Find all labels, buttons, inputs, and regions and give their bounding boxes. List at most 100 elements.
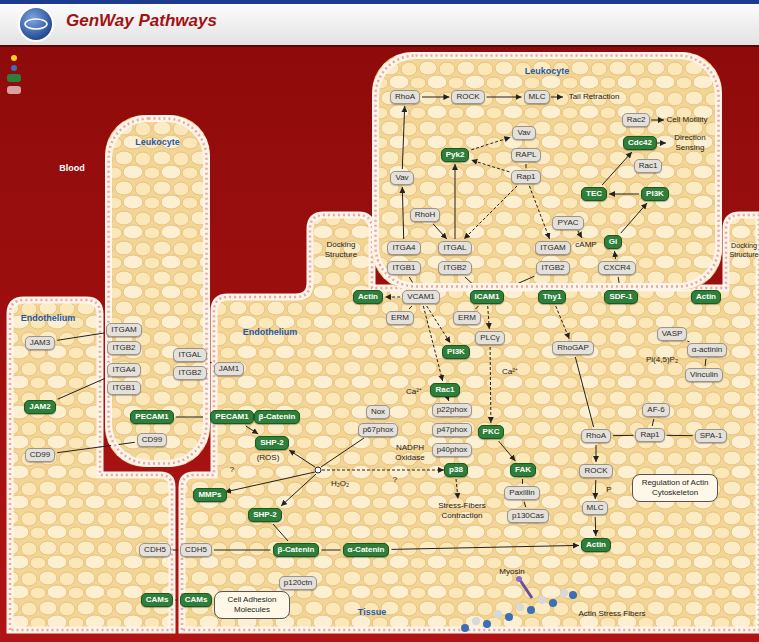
- protein-name: Cdc42: [628, 138, 652, 147]
- protein-box: CDH5: [180, 543, 212, 557]
- protein-box: ITGB2: [438, 261, 471, 275]
- active-protein-box: β-Catenin: [273, 543, 320, 557]
- protein-box: CXCR4: [598, 261, 635, 275]
- protein-name: MMPs: [198, 490, 221, 499]
- text-label: P: [606, 485, 611, 495]
- protein-name: ITGB2: [112, 343, 135, 352]
- protein-name: JAM3: [30, 338, 50, 347]
- leukocyte-cell: LeukocyteRhoAROCKMLCRac2VavCdc42Pyk2RAPL…: [372, 52, 722, 290]
- protein-name: Vinculin: [690, 370, 718, 379]
- text-label: (ROS): [257, 453, 280, 463]
- connector: [575, 357, 593, 427]
- protein-name: PI3K: [646, 189, 664, 198]
- text-label: Endothelium: [243, 327, 298, 338]
- protein-box: ITGB2: [536, 261, 569, 275]
- active-protein-box: PI3K: [442, 345, 470, 359]
- active-protein-box: FAK: [510, 463, 536, 477]
- logo: [19, 7, 53, 41]
- membrane-beads: [109, 119, 207, 464]
- protein-box: ITGA4: [107, 363, 140, 377]
- actin-bead: [483, 620, 491, 628]
- protein-name: Nox: [371, 407, 385, 416]
- protein-box: PLCγ: [475, 331, 505, 345]
- connector: [422, 97, 449, 98]
- protein-name: p22phox: [437, 405, 468, 414]
- actin-bead: [461, 624, 469, 632]
- active-protein-box: α-Catenin: [343, 543, 390, 557]
- connector: [471, 160, 509, 172]
- protein-box: Rac2: [622, 113, 651, 127]
- protein-box: CD99: [137, 433, 167, 447]
- protein-name: PECAM1: [135, 412, 168, 421]
- text-label: Tail Retraction: [569, 92, 620, 102]
- text-label: Ca²⁺: [502, 367, 518, 377]
- protein-name: ITGA4: [112, 365, 135, 374]
- protein-name: VCAM1: [407, 292, 435, 301]
- connector: [464, 186, 517, 239]
- protein-name: p38: [449, 465, 463, 474]
- arrow: [551, 97, 563, 98]
- protein-name: Regulation of Actin Cytoskeleton: [642, 478, 709, 497]
- protein-name: ITGB2: [443, 263, 466, 272]
- connector: [409, 306, 412, 309]
- protein-name: ITGA4: [392, 243, 415, 252]
- protein-name: SDF-1: [609, 292, 632, 301]
- active-protein-box: MMPs: [193, 488, 226, 502]
- protein-name: PKC: [483, 427, 500, 436]
- text-label: Docking Structure: [728, 241, 759, 259]
- protein-name: ERM: [458, 313, 476, 322]
- connector: [487, 97, 522, 98]
- arrow: [578, 231, 582, 238]
- active-protein-box: PKC: [478, 425, 505, 439]
- protein-name: Vav: [517, 128, 530, 137]
- protein-box: Rap1: [511, 170, 540, 184]
- text-label: ?: [230, 465, 234, 475]
- note-box: Regulation of Actin Cytoskeleton: [632, 474, 718, 502]
- active-protein-box: Pyk2: [441, 148, 470, 162]
- leukocyte-body: [105, 115, 210, 467]
- protein-box: CD99: [25, 448, 55, 462]
- active-protein-box: β-Catenin: [254, 410, 301, 424]
- leukocyte-body: [372, 52, 722, 290]
- protein-box: Vav: [390, 171, 413, 185]
- connector: [385, 297, 400, 298]
- actin-bead: [569, 591, 577, 599]
- protein-box: ERM: [386, 311, 414, 325]
- protein-box: ITGAM: [535, 241, 570, 255]
- ros-node: [315, 467, 321, 473]
- protein-name: PI3K: [447, 347, 465, 356]
- connector: [595, 517, 597, 536]
- text-label: cAMP: [575, 240, 596, 250]
- protein-name: AF-6: [647, 405, 664, 414]
- protein-box: p47phox: [432, 423, 473, 437]
- leukocyte-cell: LeukocyteITGAMITGB2ITGALITGA4ITGB2ITGB1P…: [105, 115, 210, 467]
- connector: [423, 306, 442, 381]
- text-label: Actin Stress Fibers: [578, 609, 645, 619]
- connector: [595, 480, 597, 499]
- protein-name: CAMs: [146, 595, 169, 604]
- active-protein-box: PECAM1: [130, 410, 173, 424]
- protein-box: RhoA: [390, 90, 420, 104]
- connector: [490, 347, 492, 423]
- active-protein-box: TEC: [581, 187, 607, 201]
- protein-name: PYAC: [557, 218, 578, 227]
- connector: [57, 333, 104, 340]
- protein-name: α-actinin: [692, 345, 722, 354]
- protein-box: RAPL: [511, 148, 542, 162]
- protein-name: Actin: [358, 292, 378, 301]
- ros-line: [321, 438, 364, 467]
- protein-box: VCAM1: [402, 290, 440, 304]
- active-protein-box: SHP-2: [255, 436, 289, 450]
- protein-box: ITGAM: [106, 323, 141, 337]
- text-label: Pi(4,5)P₂: [646, 355, 678, 365]
- connector: [402, 106, 404, 169]
- protein-name: p67phox: [363, 425, 394, 434]
- connector: [499, 441, 516, 461]
- header-bar: [0, 0, 759, 45]
- protein-box: p130Cas: [507, 509, 549, 523]
- protein-name: MLC: [587, 503, 604, 512]
- active-protein-box: Actin: [691, 290, 721, 304]
- protein-name: SPA-1: [700, 431, 723, 440]
- protein-box: MLC: [582, 501, 609, 515]
